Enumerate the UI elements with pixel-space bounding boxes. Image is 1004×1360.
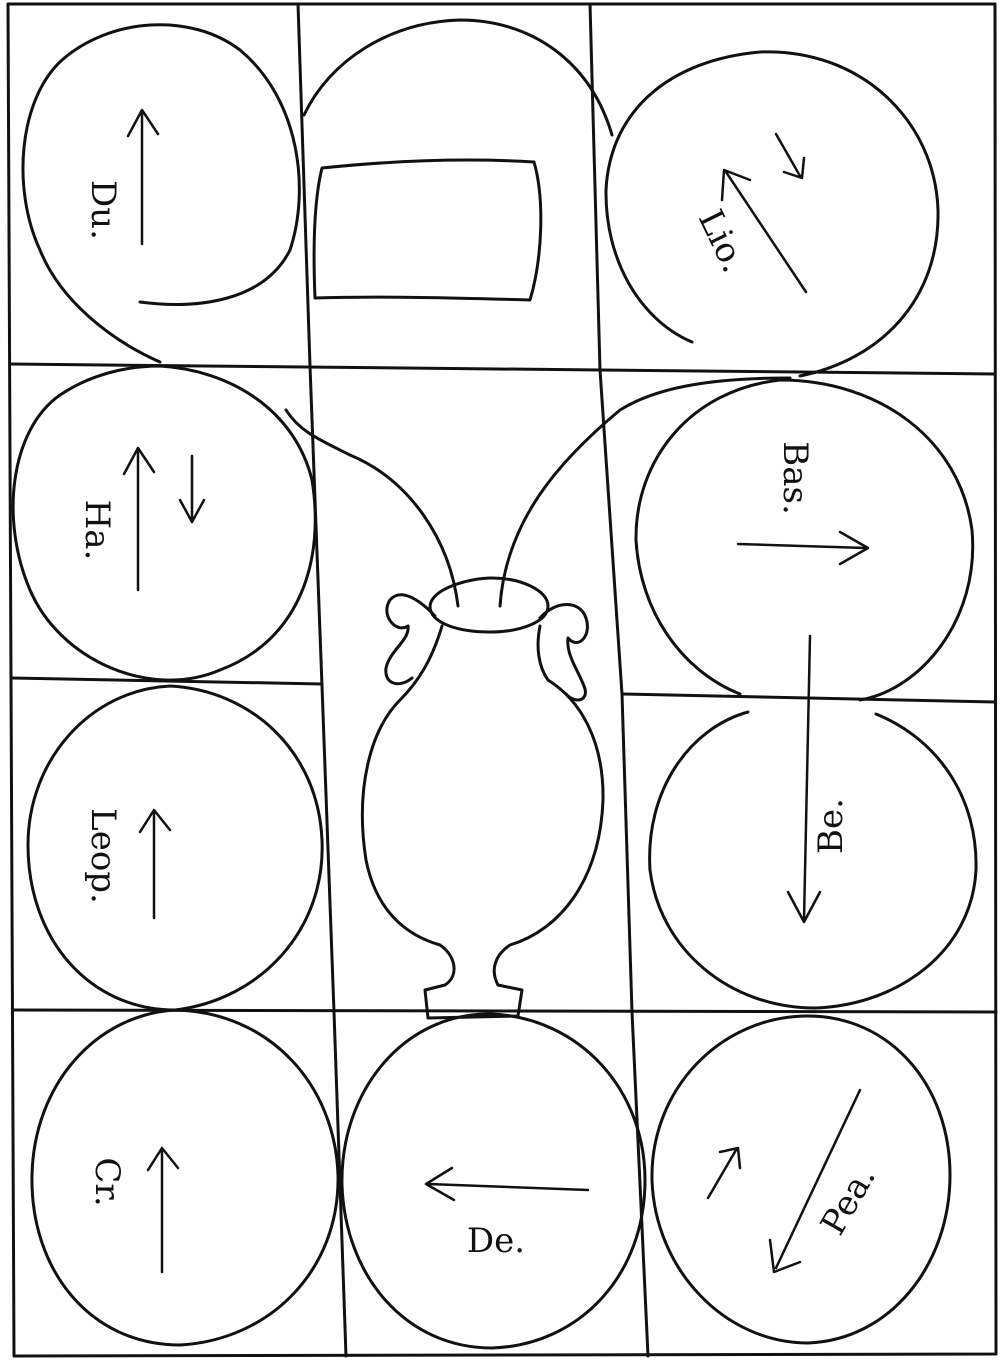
tile-de-circle [342,1014,645,1348]
du-arrow-up [128,110,158,244]
label-lio: Lio. [690,204,754,279]
tile-cr-circle [32,1010,338,1345]
bas-arrow-right [738,532,868,564]
tile-lio-circle [606,52,938,376]
vase [286,378,790,1018]
tile-leop-circle [28,686,322,1010]
label-cr: Cr. [87,1157,127,1206]
tile-ha-circle [13,366,315,680]
labels: Du. Lio. Ha. Bas. Leop. Be. Cr. De. Pea. [77,180,884,1261]
tile-bas-circle [636,380,973,700]
label-ha: Ha. [77,500,117,561]
label-pea: Pea. [813,1159,884,1242]
vase-handle-left [386,595,435,684]
tile-du-circle [23,25,299,362]
tile-be-circle [650,712,976,1008]
cr-arrow-up [148,1148,178,1272]
ha-arrow-down [180,456,204,522]
vase-rim [430,578,548,632]
label-du: Du. [83,180,123,240]
tile-pea-circle [652,1016,950,1343]
label-de: De. [467,1221,525,1261]
de-arrow-left [426,1168,588,1200]
leop-arrow-up [140,810,170,918]
ha-arrow-up [124,448,154,590]
tile-blank-circle [304,20,612,135]
label-leop: Leop. [83,808,123,904]
pea-arrow-small [708,1148,740,1198]
connector-right [500,378,790,606]
arrows [124,110,868,1272]
blank-rectangle [314,160,541,300]
be-arrow-down [788,636,820,922]
lio-arrow-small [776,134,804,178]
grid-line-v1 [298,4,346,1356]
label-bas: Bas. [775,441,815,515]
vase-handle-right [540,605,587,700]
grid-line-v2 [590,4,648,1356]
label-be: Be. [811,798,851,854]
